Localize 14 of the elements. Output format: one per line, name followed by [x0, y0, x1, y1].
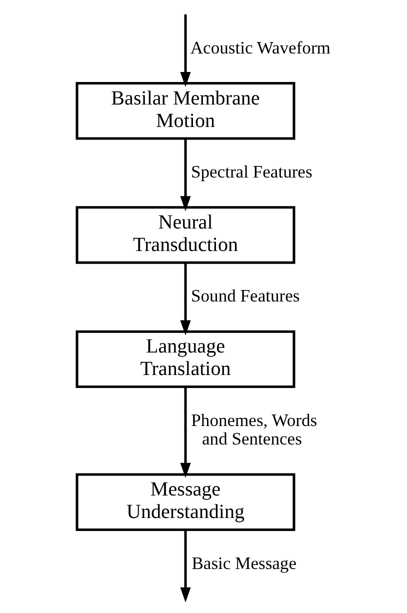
node-box: Language Translation	[75, 330, 295, 388]
node-box: Neural Transduction	[75, 206, 295, 264]
node-box: Message Understanding	[75, 473, 295, 531]
edge-label: Spectral Features	[190, 162, 312, 182]
edge-label: Phonemes, Words and Sentences	[190, 410, 317, 449]
arrow	[180, 262, 190, 336]
edge-label: Acoustic Waveform	[190, 37, 330, 58]
node-box: Basilar Membrane Motion	[75, 82, 295, 140]
edge-label: Basic Message	[191, 552, 296, 573]
arrow	[180, 530, 190, 602]
arrow	[180, 138, 190, 212]
arrow	[180, 14, 190, 88]
arrow	[180, 386, 190, 478]
edge-label: Sound Features	[190, 286, 300, 306]
